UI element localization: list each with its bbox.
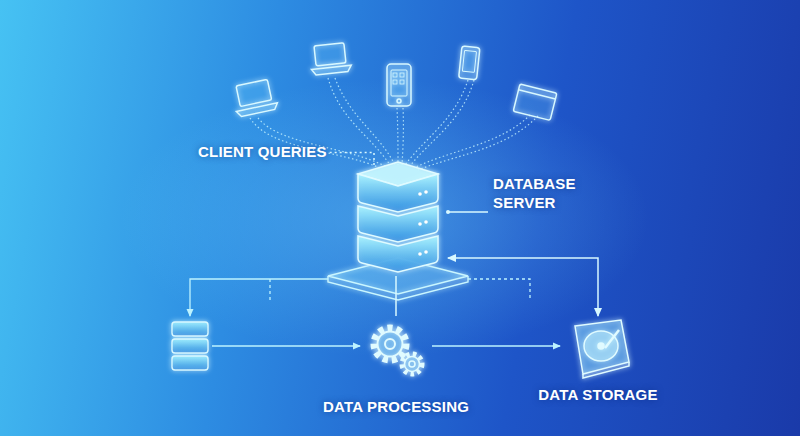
node-label: DATA PROCESSING	[323, 398, 469, 417]
laptop-icon	[231, 78, 279, 117]
leader-dot	[446, 210, 450, 214]
client-devices	[231, 42, 557, 120]
disk-icon	[565, 318, 631, 380]
laptop-icon	[309, 42, 352, 75]
data-storage: DATA STORAGE	[565, 318, 631, 380]
data-processing: DATA PROCESSING	[366, 318, 426, 382]
connector	[448, 258, 598, 316]
server-icon	[350, 158, 446, 276]
phone-icon	[459, 46, 480, 80]
node-label: DATA STORAGE	[538, 386, 657, 405]
connector	[330, 152, 374, 166]
connector	[395, 276, 397, 316]
phone-icon	[387, 64, 411, 106]
database-server: DATABASE SERVER	[350, 158, 446, 276]
gears-icon	[366, 318, 426, 382]
browser-window-icon	[513, 84, 557, 120]
database-stack-icon	[172, 322, 208, 370]
node-label: DATABASE SERVER	[493, 175, 585, 213]
client-group-label: CLIENT QUERIES	[198, 143, 327, 162]
leader-line	[448, 211, 488, 212]
node-label: CLIENT QUERIES	[198, 143, 327, 162]
